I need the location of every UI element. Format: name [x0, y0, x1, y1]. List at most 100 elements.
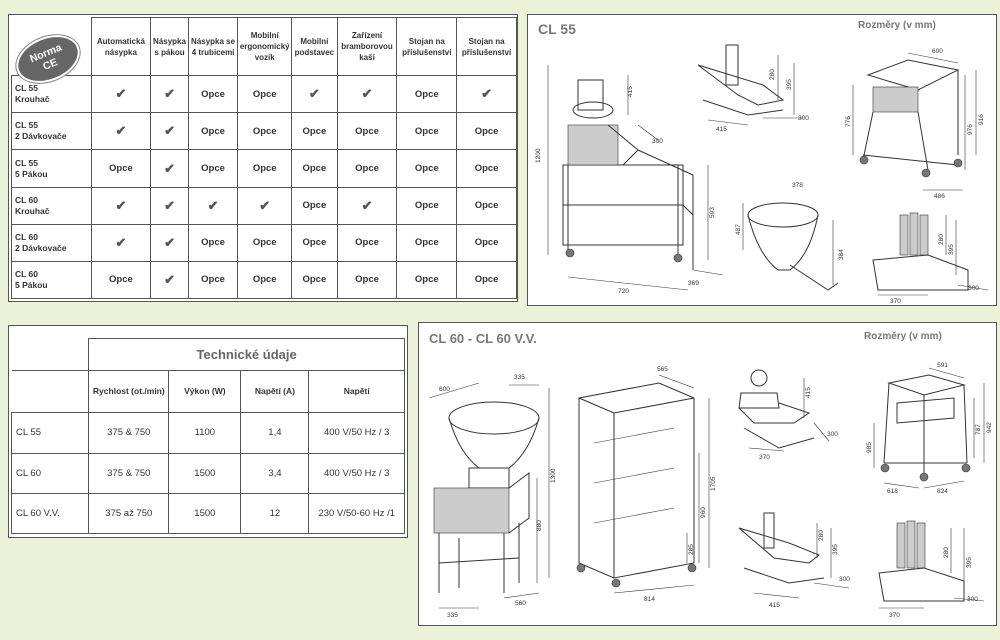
svg-text:415: 415 [805, 387, 812, 398]
cl60-rack-drawing: 565 1705 960 285 814 [576, 366, 717, 603]
table-cell: Opce [187, 75, 239, 114]
table-cell: Opce [456, 260, 517, 300]
svg-text:280: 280 [769, 69, 776, 80]
svg-text:591: 591 [937, 362, 948, 369]
svg-text:280: 280 [938, 234, 945, 245]
check-icon: ✔ [90, 223, 152, 262]
options-panel: Automatická násypka Násypka s pákou Násy… [8, 14, 518, 302]
svg-text:985: 985 [866, 442, 873, 453]
svg-text:942: 942 [986, 422, 993, 433]
table-cell: 400 V/50 Hz / 3 [308, 412, 405, 454]
svg-text:285: 285 [688, 544, 695, 555]
table-cell: Opce [291, 260, 338, 300]
svg-text:280: 280 [818, 530, 825, 541]
panel-title: CL 55 [538, 21, 576, 37]
table-cell: 3,4 [240, 452, 310, 494]
table-cell: Opce [237, 149, 293, 188]
svg-text:300: 300 [967, 596, 978, 603]
svg-text:976: 976 [967, 124, 974, 135]
check-icon: ✔ [456, 75, 517, 114]
svg-text:824: 824 [937, 488, 948, 495]
cl60-machine-drawing: 600 335 1300 880 335 560 [428, 374, 557, 619]
table-cell: Opce [90, 149, 152, 188]
cl60-drawings: 600 335 1300 880 335 560 565 1705 960 28… [428, 362, 993, 619]
svg-text:384: 384 [838, 249, 845, 260]
col-header: Mobilní podstavec [291, 16, 338, 77]
check-icon: ✔ [150, 260, 189, 300]
col-header: Automatická násypka [90, 16, 152, 77]
svg-text:415: 415 [627, 86, 634, 97]
check-icon: ✔ [336, 75, 398, 114]
table-cell: 1100 [168, 412, 242, 454]
col-header: Napětí (A) [240, 370, 310, 414]
svg-text:560: 560 [515, 600, 526, 607]
svg-text:300: 300 [968, 285, 979, 292]
table-cell: Opce [187, 223, 239, 262]
cl60-hopper-drawing: 415 370 300 [738, 369, 838, 461]
table-cell: Opce [336, 149, 398, 188]
table-cell: Opce [237, 112, 293, 151]
col-header: Násypka se 4 trubicemi [187, 16, 239, 77]
col-header: Stojan na příslušenství [396, 16, 458, 77]
table-cell: Opce [187, 112, 239, 151]
svg-text:486: 486 [934, 193, 945, 200]
table-cell: 1500 [168, 492, 242, 535]
cl55-tube-hopper-drawing: 280 395 370 300 [872, 212, 989, 305]
table-cell: Opce [456, 186, 517, 225]
cl60-lever-hopper-drawing: 280 395 415 300 [738, 512, 850, 609]
tech-table: Technické údaje Rychlost (ot./min) Výkon… [10, 337, 405, 535]
col-header: Napětí [308, 370, 405, 414]
row-label: CL 60 V.V. [10, 492, 90, 535]
cl60-cart-drawing: 591 985 787 942 618 824 [866, 362, 993, 495]
check-icon: ✔ [150, 75, 189, 114]
svg-text:300: 300 [798, 115, 809, 122]
check-icon: ✔ [336, 186, 398, 225]
svg-text:487: 487 [735, 224, 742, 235]
table-cell: Opce [187, 149, 239, 188]
col-header: Zařízení bramborovou kaší [336, 16, 398, 77]
table-cell: Opce [336, 223, 398, 262]
table-cell: Opce [456, 149, 517, 188]
col-header: Výkon (W) [168, 370, 242, 414]
table-cell: Opce [396, 75, 458, 114]
table-cell: Opce [291, 186, 338, 225]
panel-title: CL 60 - CL 60 V.V. [429, 331, 537, 346]
svg-text:618: 618 [887, 488, 898, 495]
svg-text:395: 395 [966, 557, 973, 568]
svg-text:880: 880 [536, 520, 543, 531]
svg-text:378: 378 [792, 182, 803, 189]
table-cell: Opce [90, 260, 152, 300]
cl55-bowl-drawing: 378 487 384 [735, 182, 845, 291]
table-cell: Opce [237, 223, 293, 262]
svg-text:370: 370 [759, 454, 770, 461]
svg-text:1300: 1300 [550, 468, 557, 483]
table-cell: 400 V/50 Hz / 3 [308, 452, 405, 494]
svg-text:600: 600 [932, 48, 943, 55]
table-cell: 1,4 [240, 412, 310, 454]
check-icon: ✔ [237, 186, 293, 225]
table-cell: Opce [187, 260, 239, 300]
svg-text:720: 720 [618, 288, 629, 295]
row-label: CL 55 [10, 412, 90, 454]
table-cell: Opce [291, 112, 338, 151]
svg-text:395: 395 [948, 244, 955, 255]
table-cell: Opce [396, 112, 458, 151]
svg-text:300: 300 [827, 431, 838, 438]
cl55-panel: CL 55 Rozměry (v mm) 1200 720 369 415 30… [527, 14, 997, 306]
table-cell: 1500 [168, 452, 242, 494]
table-cell: Opce [396, 223, 458, 262]
table-cell: Opce [291, 149, 338, 188]
svg-text:1705: 1705 [710, 476, 717, 491]
tech-title: Technické údaje [88, 337, 405, 372]
svg-text:916: 916 [978, 114, 985, 125]
table-cell: Opce [396, 260, 458, 300]
options-table: Automatická násypka Násypka s pákou Násy… [11, 16, 517, 300]
